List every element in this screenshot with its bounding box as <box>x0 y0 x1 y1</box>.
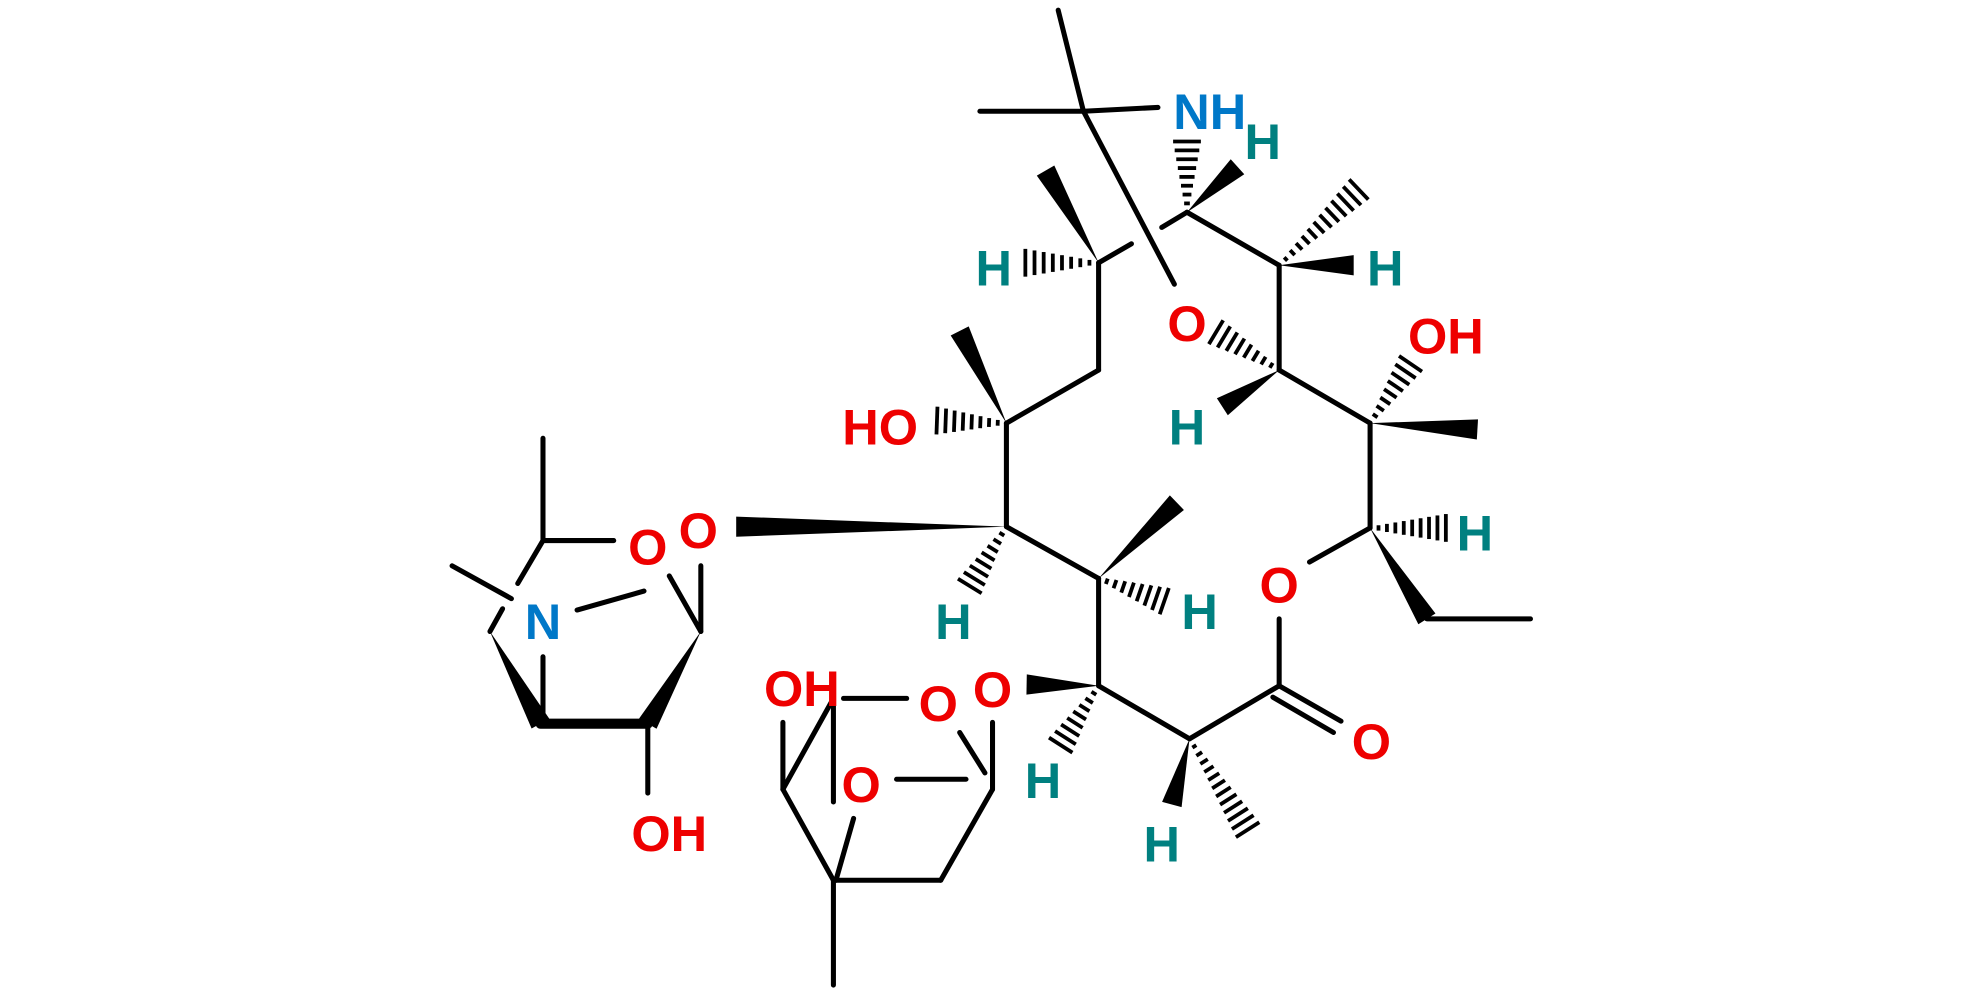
bond-single <box>1186 683 1282 742</box>
bond-wedge <box>1279 255 1354 276</box>
atom-label-o: O <box>919 675 958 732</box>
bond-hash <box>1276 178 1370 268</box>
bond-hash <box>1187 736 1261 839</box>
atom-label-o: O <box>842 756 881 813</box>
atom-label-h: H <box>976 239 1012 296</box>
bond-hash <box>1207 319 1282 373</box>
bond-single <box>957 729 988 776</box>
bond-hash <box>1096 576 1171 615</box>
bond-wedge <box>1370 419 1479 440</box>
bond-single <box>515 538 546 587</box>
bond-single <box>1080 104 1161 114</box>
bond-single <box>1276 367 1373 426</box>
bond-single <box>1270 694 1336 736</box>
bonds <box>449 7 1533 988</box>
bond-single <box>1055 7 1086 114</box>
bond-hash <box>1367 354 1424 426</box>
bond-single <box>1184 209 1282 268</box>
atom-label-h: H <box>1181 583 1217 640</box>
bond-single <box>574 588 647 613</box>
bond-single <box>938 786 996 883</box>
bond-single <box>1003 524 1102 581</box>
atom-label-o: O <box>679 502 718 559</box>
bond-hash <box>1173 139 1201 215</box>
bond-single <box>780 695 836 792</box>
bond-hash <box>1368 514 1448 542</box>
bond-wedge <box>1036 165 1099 263</box>
atom-label-h: H <box>1025 752 1061 809</box>
bond-single <box>449 563 514 602</box>
bond-single <box>1306 525 1373 565</box>
atom-label-o: O <box>973 661 1012 718</box>
bond-single <box>1080 108 1177 287</box>
bond-single <box>780 786 836 883</box>
bond-single <box>1096 683 1193 742</box>
bond-hash <box>1047 683 1101 755</box>
atom-label-o: O <box>1260 556 1299 613</box>
atom-label-o: OH <box>631 805 707 862</box>
atom-label-n: NH <box>1173 83 1246 140</box>
atom-label-h: H <box>1367 239 1403 296</box>
bond-single <box>487 606 506 635</box>
bond-single <box>1003 367 1102 426</box>
atom-label-h: H <box>1457 505 1493 562</box>
atom-label-h: H <box>1245 113 1281 170</box>
bond-single <box>1159 209 1190 230</box>
atom-label-h: H <box>1143 815 1179 872</box>
bond-wedge <box>1216 370 1280 416</box>
bond-single <box>833 815 857 883</box>
bond-wedge <box>1026 674 1099 695</box>
bond-hash <box>956 524 1009 595</box>
bond-wedge <box>639 631 701 729</box>
bond-wedge <box>1370 527 1436 625</box>
atom-label-n: N <box>525 593 561 650</box>
bond-wedge <box>489 631 550 729</box>
atom-label-h: H <box>935 593 971 650</box>
bond-hash <box>934 406 1009 435</box>
bond-wedge <box>950 326 1007 424</box>
bond-wedge <box>1186 159 1245 213</box>
bond-single <box>1096 241 1134 266</box>
bond-hash <box>1023 248 1101 277</box>
bond-wedge <box>1098 495 1184 579</box>
atom-label-o: O <box>1352 713 1391 770</box>
atom-label-o: OH <box>1408 308 1484 365</box>
atom-label-o: HO <box>842 399 918 456</box>
bond-wedge <box>736 516 1007 537</box>
bond-single <box>666 573 704 635</box>
atom-label-o: O <box>1167 295 1206 352</box>
atom-label-o: OH <box>764 660 840 717</box>
atom-label-h: H <box>1169 399 1205 456</box>
bond-wedge <box>1162 738 1190 808</box>
bond-single <box>1276 683 1344 724</box>
atom-label-o: O <box>628 519 667 576</box>
